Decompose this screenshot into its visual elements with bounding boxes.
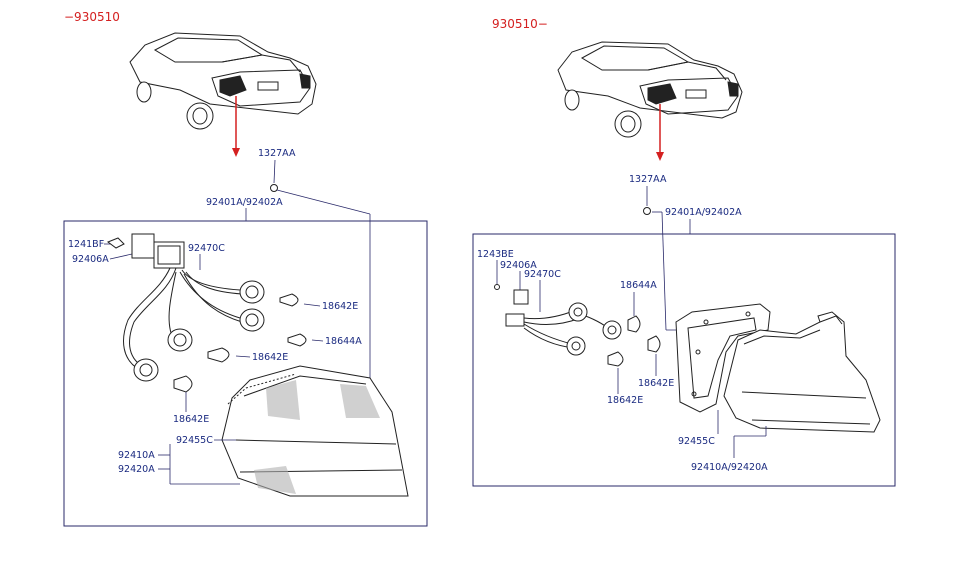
right-label-bulb-b: 18642E [638, 378, 674, 389]
right-clip-icon [494, 284, 500, 290]
left-label-socket-holder: 92406A [72, 254, 109, 265]
right-date-label: 930510− [492, 17, 548, 31]
left-label-screw: 1327AA [258, 148, 296, 159]
left-arrow-head [232, 148, 240, 157]
left-label-lamp-assy: 92401A/92402A [206, 197, 283, 208]
left-label-bulb-d: 18642E [173, 414, 209, 425]
left-label-lens-2: 92420A [118, 464, 155, 475]
right-panel: 930510− 1327AA 92401A/92402A 1243BE 9240… [472, 17, 896, 487]
left-screw-icon [270, 184, 278, 192]
right-sockets [566, 302, 622, 356]
left-label-lens-1: 92410A [118, 450, 155, 461]
left-label-bulb-c: 18642E [252, 352, 288, 363]
right-label-gasket: 92455C [678, 436, 715, 447]
left-bulbs [173, 293, 307, 393]
right-label-socket-holder: 92406A [500, 260, 537, 271]
right-label-lamp-assy: 92401A/92402A [665, 207, 742, 218]
right-label-lens: 92410A/92420A [691, 462, 768, 473]
left-clip-icon [106, 237, 125, 249]
left-frame [63, 220, 428, 527]
left-label-bulb-a: 18642E [322, 301, 358, 312]
left-car-illustration [129, 32, 317, 130]
left-label-bulb-b: 18644A [325, 336, 362, 347]
right-gasket [675, 303, 771, 413]
left-panel: −930510 1327AA 92401A/92402A 1241BF [63, 10, 428, 527]
right-label-bulb-clip: 1243BE [477, 249, 514, 260]
left-lamp-lens [221, 365, 409, 497]
right-label-bulb-c: 18642E [607, 395, 643, 406]
left-sockets [133, 280, 265, 382]
right-wiring-harness [505, 309, 611, 349]
right-label-screw: 1327AA [629, 174, 667, 185]
right-lamp-lens [723, 311, 881, 433]
right-bulbs [607, 315, 661, 367]
right-screw-icon [643, 207, 651, 215]
right-label-bulb-a: 18644A [620, 280, 657, 291]
right-holder-icon [513, 289, 529, 305]
left-label-bulb-clip: 1241BF [68, 239, 104, 250]
left-wiring-harness [123, 267, 243, 371]
left-date-label: −930510 [64, 10, 120, 24]
right-car-illustration [557, 41, 743, 138]
left-holder-icon [131, 233, 155, 259]
right-label-wiring: 92470C [524, 269, 561, 280]
right-arrow-head [656, 152, 664, 161]
left-label-gasket: 92455C [176, 435, 213, 446]
right-frame [472, 233, 896, 487]
left-label-wiring: 92470C [188, 243, 225, 254]
